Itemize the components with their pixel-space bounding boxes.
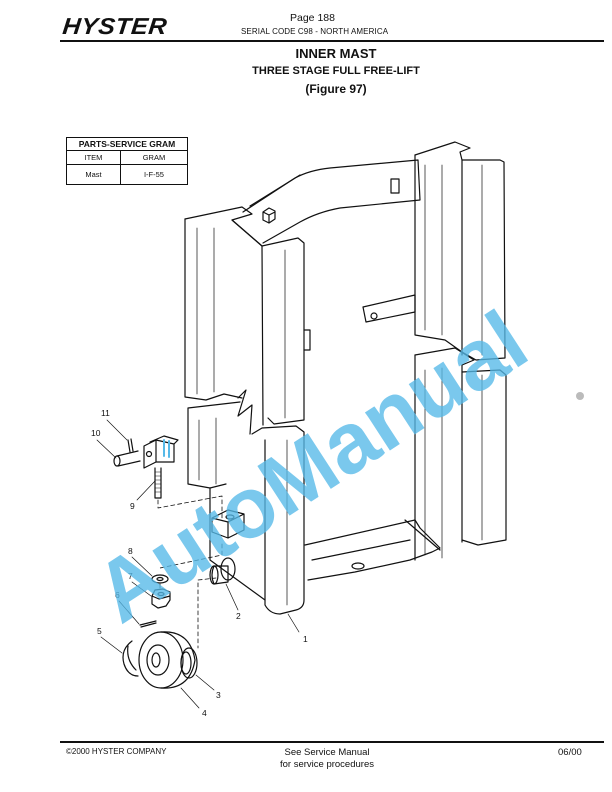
- table-row: Mast I-F-55: [66, 164, 189, 185]
- title-line-3: (Figure 97): [305, 82, 367, 96]
- footer-note-line-1: See Service Manual: [284, 747, 370, 758]
- footer-divider: [60, 741, 604, 743]
- roller-bearing: [138, 631, 184, 689]
- washer: [151, 574, 169, 584]
- cotter-pin: [127, 438, 134, 453]
- hex-nut: [151, 588, 171, 609]
- serial-code: SERIAL CODE C98 - NORTH AMERICA: [241, 27, 389, 36]
- callout-10: 10: [91, 428, 101, 438]
- footer-note-line-2: for service procedures: [280, 759, 374, 770]
- anchor-bracket: [143, 439, 157, 469]
- callout-6: 6: [115, 590, 120, 600]
- mounting-block: [211, 509, 245, 539]
- title-line-1: INNER MAST: [295, 46, 377, 61]
- left-rail-upper: [184, 206, 305, 425]
- copyright: ©2000 HYSTER COMPANY: [66, 747, 167, 756]
- cell-gram: I-F-55: [119, 164, 189, 185]
- title-line-2: THREE STAGE FULL FREE-LIFT: [252, 65, 420, 77]
- crossmember-block: [262, 207, 276, 224]
- callout-11: 11: [101, 408, 110, 418]
- top-crossmember: [242, 159, 421, 244]
- pin: [116, 450, 141, 467]
- page-number: Page 188: [290, 12, 335, 24]
- callout-8: 8: [128, 546, 133, 556]
- right-rail-upper: [414, 141, 506, 361]
- bottom-crossmember: [304, 519, 441, 581]
- callout-2: 2: [236, 611, 241, 621]
- footer-note: See Service Manual: [0, 747, 612, 758]
- anchor-bolt: [154, 467, 162, 499]
- cotter-pin-small: [139, 620, 157, 628]
- left-rail-lower: [187, 401, 241, 489]
- leader-lines: [96, 419, 300, 709]
- callout-4: 4: [202, 708, 207, 718]
- callout-7: 7: [128, 571, 133, 581]
- callout-1: 1: [303, 634, 308, 644]
- callout-9: 9: [130, 501, 135, 511]
- parts-service-gram-table: PARTS-SERVICE GRAM ITEM GRAM Mast I-F-55: [66, 137, 189, 185]
- page-title: INNER MAST: [0, 46, 612, 61]
- right-rail-lower: [414, 347, 507, 546]
- page-subtitle: THREE STAGE FULL FREE-LIFT: [0, 65, 612, 77]
- assembly-lines: [157, 495, 223, 649]
- footer-note-2: for service procedures: [0, 759, 612, 770]
- snap-ring: [122, 640, 139, 677]
- side-bracket: [362, 294, 416, 323]
- header-divider: [60, 40, 604, 42]
- figure-label: (Figure 97): [0, 82, 612, 96]
- revision-date: 06/00: [558, 747, 582, 758]
- callout-3: 3: [216, 690, 221, 700]
- crossmember-slot: [390, 178, 400, 194]
- callout-5: 5: [97, 626, 102, 636]
